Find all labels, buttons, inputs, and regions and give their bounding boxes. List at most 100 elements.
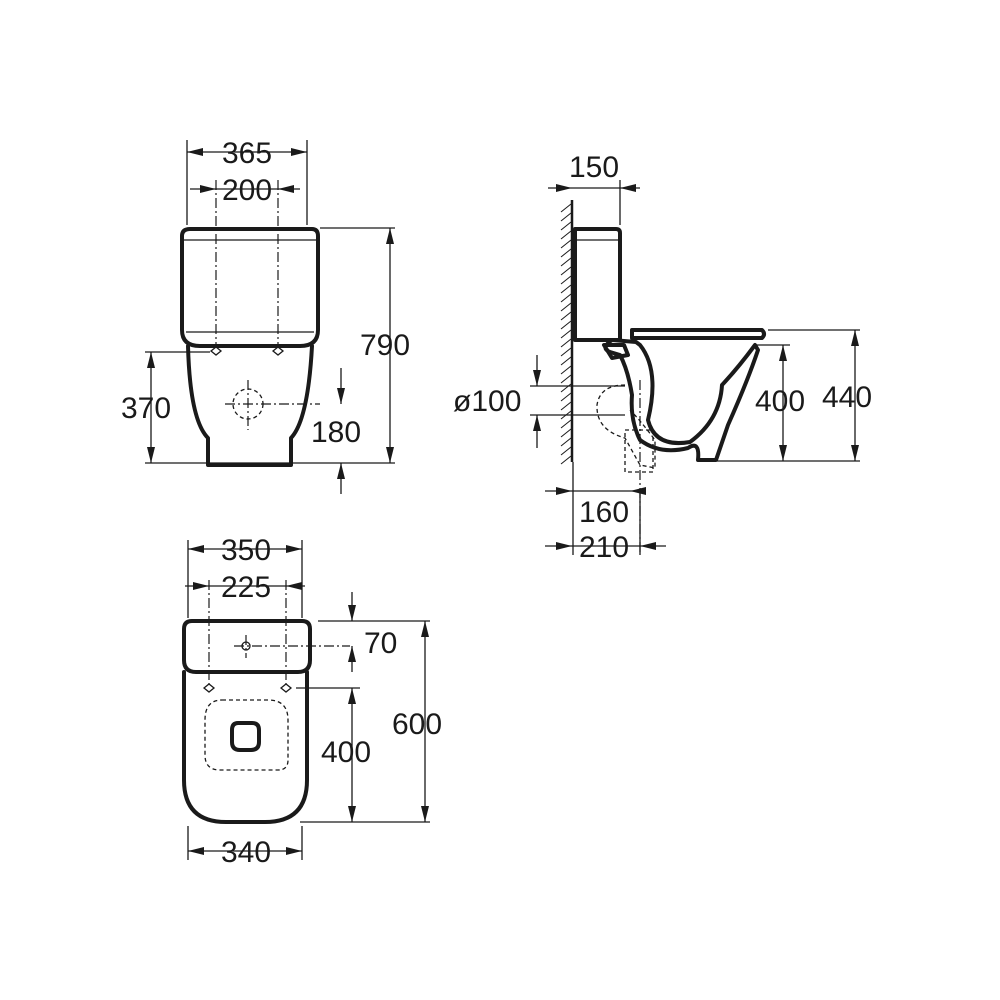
- dim-160-arrow-right: [630, 487, 646, 495]
- dim-440-arrow-bottom: [851, 445, 859, 461]
- wall-hatch-stroke: [560, 374, 572, 384]
- side-overall-height-label: 440: [822, 381, 872, 414]
- dim-400-plan-arrow-bottom: [348, 806, 356, 822]
- wall-hatch-stroke: [560, 428, 572, 438]
- dim-790-arrow-bottom: [386, 447, 394, 463]
- plan-bowl-outline: [182, 670, 309, 824]
- plan-bowl-width-label: 340: [221, 836, 271, 869]
- dim-210-arrow-left: [556, 542, 572, 550]
- plan-fixing-hole-left: [202, 683, 216, 693]
- wall-hatch-stroke: [560, 293, 572, 303]
- dim-225-arrow-right: [286, 582, 302, 590]
- dim-400-side-arrow-top: [779, 345, 787, 361]
- dim-365-arrow-right: [291, 148, 307, 156]
- wall-hatch-stroke: [560, 455, 572, 465]
- side-bowl-outline: [603, 338, 760, 462]
- dim-400-plan-arrow-top: [348, 688, 356, 704]
- plan-fixing-offset-label: 70: [364, 627, 397, 660]
- dim-440-arrow-top: [851, 330, 859, 346]
- wall-hatch-stroke: [560, 401, 572, 411]
- dim-100-arrow-bottom: [533, 415, 541, 431]
- side-outlet-min-label: 160: [579, 496, 629, 529]
- side-wall-hatching: [560, 203, 572, 465]
- wall-hatch-stroke: [560, 203, 572, 213]
- wall-hatch-stroke: [560, 347, 572, 357]
- side-cistern-depth-label: 150: [569, 151, 619, 184]
- side-seat: [630, 328, 766, 340]
- dim-350-arrow-left: [188, 545, 204, 553]
- dim-225-arrow-left: [193, 582, 209, 590]
- wall-hatch-stroke: [560, 221, 572, 231]
- side-view: 150 ø100 400 440 160 210: [453, 151, 872, 564]
- side-flush-inlet: [602, 343, 630, 360]
- plan-fixing-width-label: 225: [221, 571, 271, 604]
- plan-cistern-outline: [182, 619, 312, 674]
- wall-hatch-stroke: [560, 392, 572, 402]
- dim-790-arrow-top: [386, 228, 394, 244]
- wall-hatch-stroke: [560, 365, 572, 375]
- front-height-label: 790: [360, 329, 410, 362]
- side-outlet-diameter-label: ø100: [453, 385, 521, 418]
- front-width-label: 365: [222, 137, 272, 170]
- wall-hatch-stroke: [560, 266, 572, 276]
- wall-hatch-stroke: [560, 356, 572, 366]
- dim-365-arrow-left: [187, 148, 203, 156]
- dim-370-arrow-bottom: [147, 447, 155, 463]
- wall-hatch-stroke: [560, 383, 572, 393]
- wall-hatch-stroke: [560, 275, 572, 285]
- dim-340-arrow-right: [286, 847, 302, 855]
- dim-100-arrow-top: [533, 370, 541, 386]
- side-outlet-pipe: [624, 429, 654, 473]
- wall-hatch-stroke: [560, 248, 572, 258]
- wall-hatch-stroke: [560, 419, 572, 429]
- dim-180-arrow-top: [337, 388, 345, 404]
- dim-210-arrow-right: [640, 542, 656, 550]
- dim-370-arrow-top: [147, 352, 155, 368]
- wall-hatch-stroke: [560, 257, 572, 267]
- dim-200-arrow-right: [278, 185, 294, 193]
- front-view: 365 200 790 370 180: [121, 137, 410, 494]
- dim-150-arrow-left: [556, 184, 572, 192]
- plan-seat-opening: [204, 699, 289, 771]
- wall-hatch-stroke: [560, 311, 572, 321]
- front-fixing-hole-right: [271, 346, 285, 356]
- plan-water-area: [230, 721, 261, 752]
- front-inlet-height-label: 180: [311, 416, 361, 449]
- wall-hatch-stroke: [560, 437, 572, 447]
- side-cistern-outline: [573, 227, 622, 342]
- front-fixing-hole-left: [209, 346, 223, 356]
- side-trap-dashed: [596, 384, 656, 469]
- plan-view: 350 225 70 400 600 340: [182, 534, 442, 869]
- side-seat-height-label: 400: [755, 385, 805, 418]
- dim-200-arrow-left: [200, 185, 216, 193]
- front-fixing-width-label: 200: [222, 174, 272, 207]
- dim-400-side-arrow-bottom: [779, 445, 787, 461]
- wall-hatch-stroke: [560, 338, 572, 348]
- dim-600-arrow-top: [421, 621, 429, 637]
- wall-hatch-stroke: [560, 212, 572, 222]
- plan-width-label: 350: [221, 534, 271, 567]
- dim-180-arrow-bottom: [337, 463, 345, 479]
- wall-hatch-stroke: [560, 329, 572, 339]
- side-outlet-max-label: 210: [579, 531, 629, 564]
- dim-70-arrow-bottom: [348, 646, 356, 662]
- front-cistern-outline: [180, 227, 320, 348]
- wall-hatch-stroke: [560, 320, 572, 330]
- dim-340-arrow-left: [188, 847, 204, 855]
- plan-depth-label: 600: [392, 708, 442, 741]
- plan-fixing-hole-right: [279, 683, 293, 693]
- plan-fixing-to-front-label: 400: [321, 736, 371, 769]
- wall-hatch-stroke: [560, 239, 572, 249]
- dim-70-arrow-top: [348, 605, 356, 621]
- wall-hatch-stroke: [560, 284, 572, 294]
- wall-hatch-stroke: [560, 446, 572, 456]
- front-pan-outline: [186, 344, 314, 467]
- wall-hatch-stroke: [560, 230, 572, 240]
- dim-600-arrow-bottom: [421, 806, 429, 822]
- dim-350-arrow-right: [286, 545, 302, 553]
- dim-150-arrow-right: [620, 184, 636, 192]
- front-outlet-height-label: 370: [121, 392, 171, 425]
- wall-hatch-stroke: [560, 302, 572, 312]
- dim-160-arrow-left: [556, 487, 572, 495]
